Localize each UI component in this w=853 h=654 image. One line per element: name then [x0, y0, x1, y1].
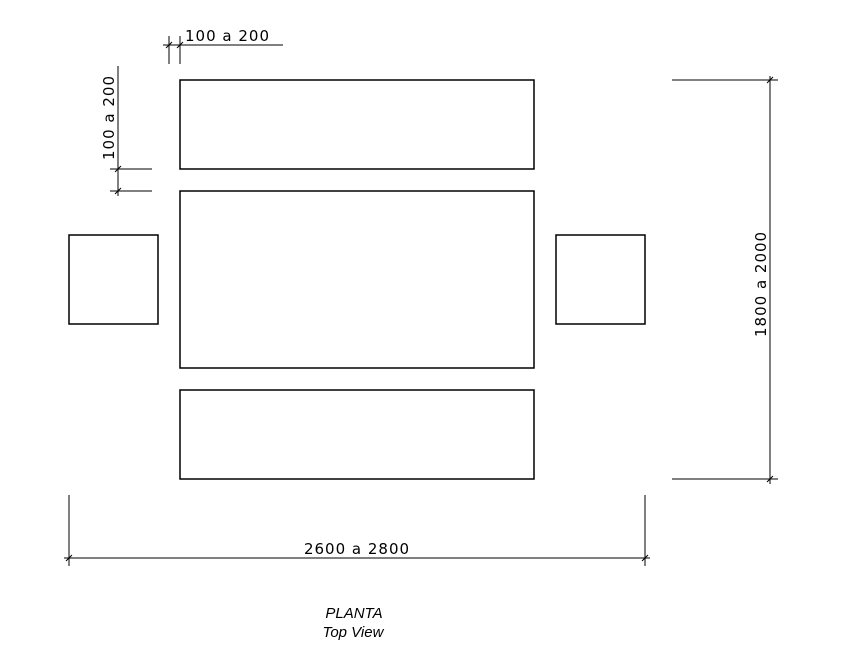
caption-title: PLANTA [325, 605, 382, 622]
caption-subtitle: Top View [323, 624, 385, 641]
dimension-overall-depth-label: 1800 a 2000 [752, 231, 770, 337]
table [179, 190, 535, 369]
bench-top [179, 79, 535, 170]
dimension-overall-depth: 1800 a 2000 [672, 76, 778, 484]
dimension-top-offset-label: 100 a 200 [185, 27, 270, 45]
stool-left [68, 234, 159, 325]
dimension-overall-width: 2600 a 2800 [64, 495, 650, 566]
stool-right [555, 234, 646, 325]
dimension-left-gap-label: 100 a 200 [100, 75, 118, 160]
dimension-overall-width-label: 2600 a 2800 [304, 540, 410, 558]
dimension-left-gap: 100 a 200 [100, 66, 152, 196]
bench-bottom [179, 389, 535, 480]
dimension-top-offset: 100 a 200 [163, 27, 283, 64]
